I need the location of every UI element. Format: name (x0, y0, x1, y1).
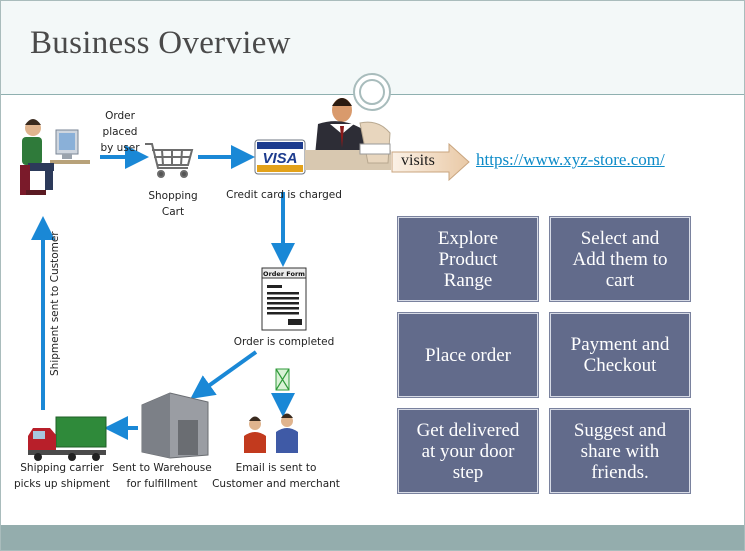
email-envelope-icon (275, 368, 290, 391)
circle-ornament (353, 73, 391, 111)
customer-merchant-icon (244, 413, 298, 453)
shopping-cart-icon (145, 143, 194, 178)
footer-band (1, 525, 744, 550)
person-at-desk-icon (305, 98, 391, 170)
slide-title: Business Overview (30, 25, 291, 61)
visa-card-icon: VISA (254, 139, 306, 175)
svg-text:Order Form: Order Form (263, 270, 305, 278)
order-form-icon: Order Form (261, 267, 307, 331)
shipment-sent-label: Shipment sent to Customer (49, 231, 61, 376)
warehouse-icon (141, 392, 209, 459)
order-completed-label: Order is completed (233, 336, 335, 348)
step-place-order: Place order (398, 313, 538, 397)
svg-text:VISA: VISA (262, 150, 297, 167)
visits-arrow-shape (391, 143, 470, 181)
flow-arrows (31, 145, 295, 440)
store-url-link[interactable]: https://www.xyz-store.com/ (476, 150, 665, 169)
visits-label: visits (401, 152, 435, 169)
truck-icon (28, 416, 107, 461)
user-computer-icon (20, 119, 90, 195)
credit-card-label: Credit card is charged (226, 189, 342, 201)
